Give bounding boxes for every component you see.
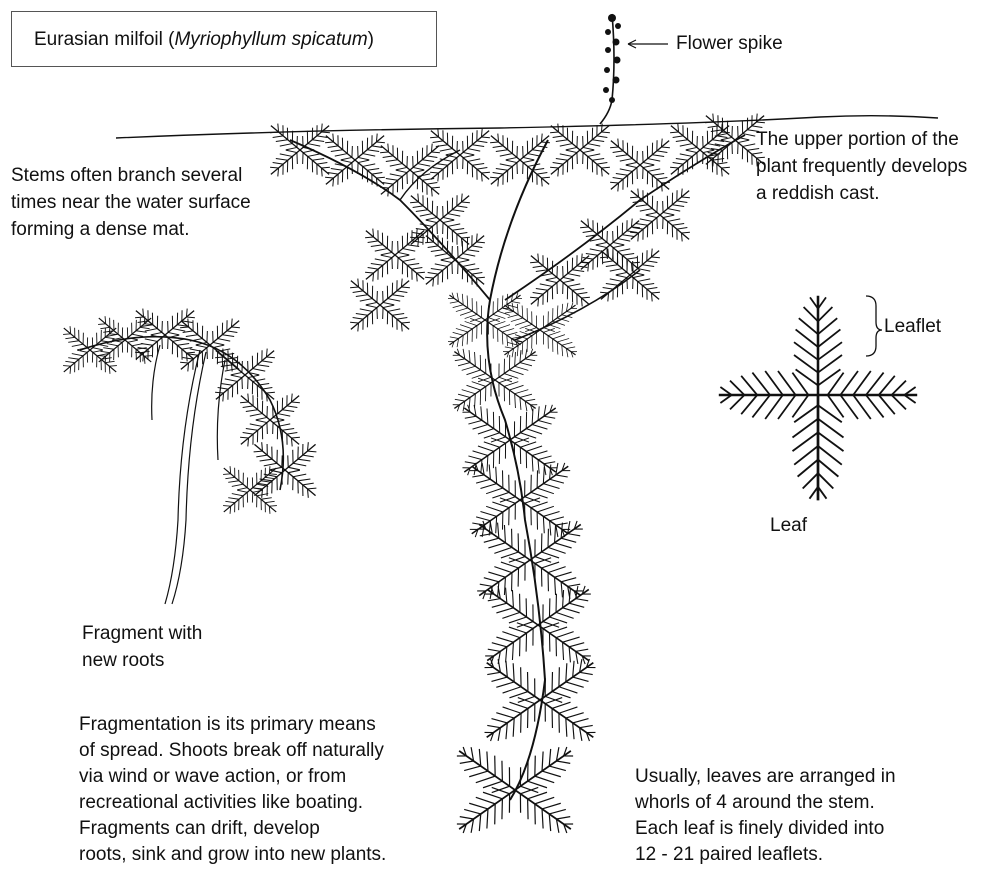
leaflet-label: Leaflet [884, 313, 941, 340]
stems-text: Stems often branch several times near th… [11, 162, 251, 243]
fragment-text: Fragment with new roots [82, 620, 202, 674]
whorls-line-1: Usually, leaves are arranged in [635, 764, 896, 790]
fragmentation-line-2: of spread. Shoots break off naturally [79, 738, 386, 764]
fragment-line-1: Fragment with [82, 620, 202, 647]
fragmentation-line-3: via wind or wave action, or from [79, 764, 386, 790]
upper-portion-line-3: a reddish cast. [756, 180, 967, 207]
whorls-line-3: Each leaf is finely divided into [635, 816, 896, 842]
flower-spike [600, 14, 668, 124]
stems-line-3: forming a dense mat. [11, 216, 251, 243]
stems-line-2: times near the water surface [11, 189, 251, 216]
stems-line-1: Stems often branch several [11, 162, 251, 189]
fragmentation-line-6: roots, sink and grow into new plants. [79, 842, 386, 868]
whorls-line-2: whorls of 4 around the stem. [635, 790, 896, 816]
fragmentation-line-4: recreational activities like boating. [79, 790, 386, 816]
upper-portion-line-1: The upper portion of the [756, 126, 967, 153]
fragmentation-line-1: Fragmentation is its primary means [79, 712, 386, 738]
flower-spike-label: Flower spike [676, 30, 783, 57]
upper-portion-line-2: plant frequently develops [756, 153, 967, 180]
fragmentation-text: Fragmentation is its primary means of sp… [79, 712, 386, 868]
upper-portion-text: The upper portion of the plant frequentl… [756, 126, 967, 207]
whorls-text: Usually, leaves are arranged in whorls o… [635, 764, 896, 868]
whorls-line-4: 12 - 21 paired leaflets. [635, 842, 896, 868]
stem-whorls [443, 287, 602, 843]
leaf-label: Leaf [770, 512, 807, 539]
fragment-line-2: new roots [82, 647, 202, 674]
fragment-illustration [58, 303, 322, 604]
fragmentation-line-5: Fragments can drift, develop [79, 816, 386, 842]
